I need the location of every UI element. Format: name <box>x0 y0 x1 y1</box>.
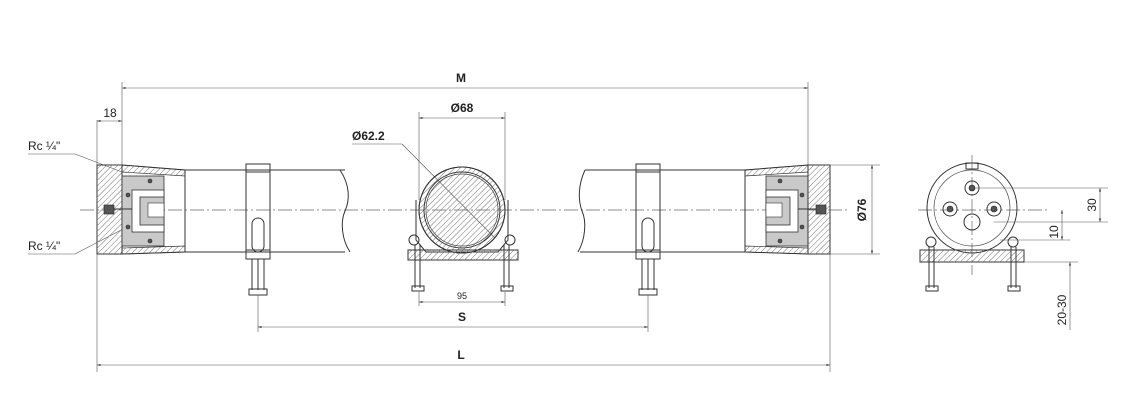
right-end-housing <box>744 164 831 255</box>
dimension-m: M <box>121 71 809 165</box>
end-view: 30 10 20-30 <box>918 155 1108 330</box>
label-20-30: 20-30 <box>1055 294 1069 325</box>
right-clamp <box>635 163 661 296</box>
label-95: 95 <box>457 291 467 301</box>
label-rc-bottom: Rc ¼" <box>28 239 60 253</box>
label-d622: Ø62.2 <box>352 129 385 143</box>
left-pipe-body <box>185 169 351 253</box>
left-clamp <box>245 163 271 296</box>
label-m: M <box>456 71 466 85</box>
dimension-18: 18 <box>96 106 122 170</box>
label-rc-top: Rc ¼" <box>28 139 60 153</box>
label-30: 30 <box>1085 198 1099 212</box>
label-18: 18 <box>103 106 117 120</box>
dimension-s: S <box>257 295 649 332</box>
left-end-housing <box>96 164 186 255</box>
right-pipe-body <box>577 169 745 253</box>
label-l: L <box>457 348 464 362</box>
label-s: S <box>458 310 466 324</box>
center-cross-section: Ø68 Ø62.2 95 <box>352 101 519 306</box>
label-d68: Ø68 <box>451 101 474 115</box>
label-10: 10 <box>1047 225 1061 239</box>
label-d76: Ø76 <box>855 198 869 221</box>
dimension-d76: Ø76 <box>830 164 880 255</box>
dimension-l: L <box>96 254 831 372</box>
